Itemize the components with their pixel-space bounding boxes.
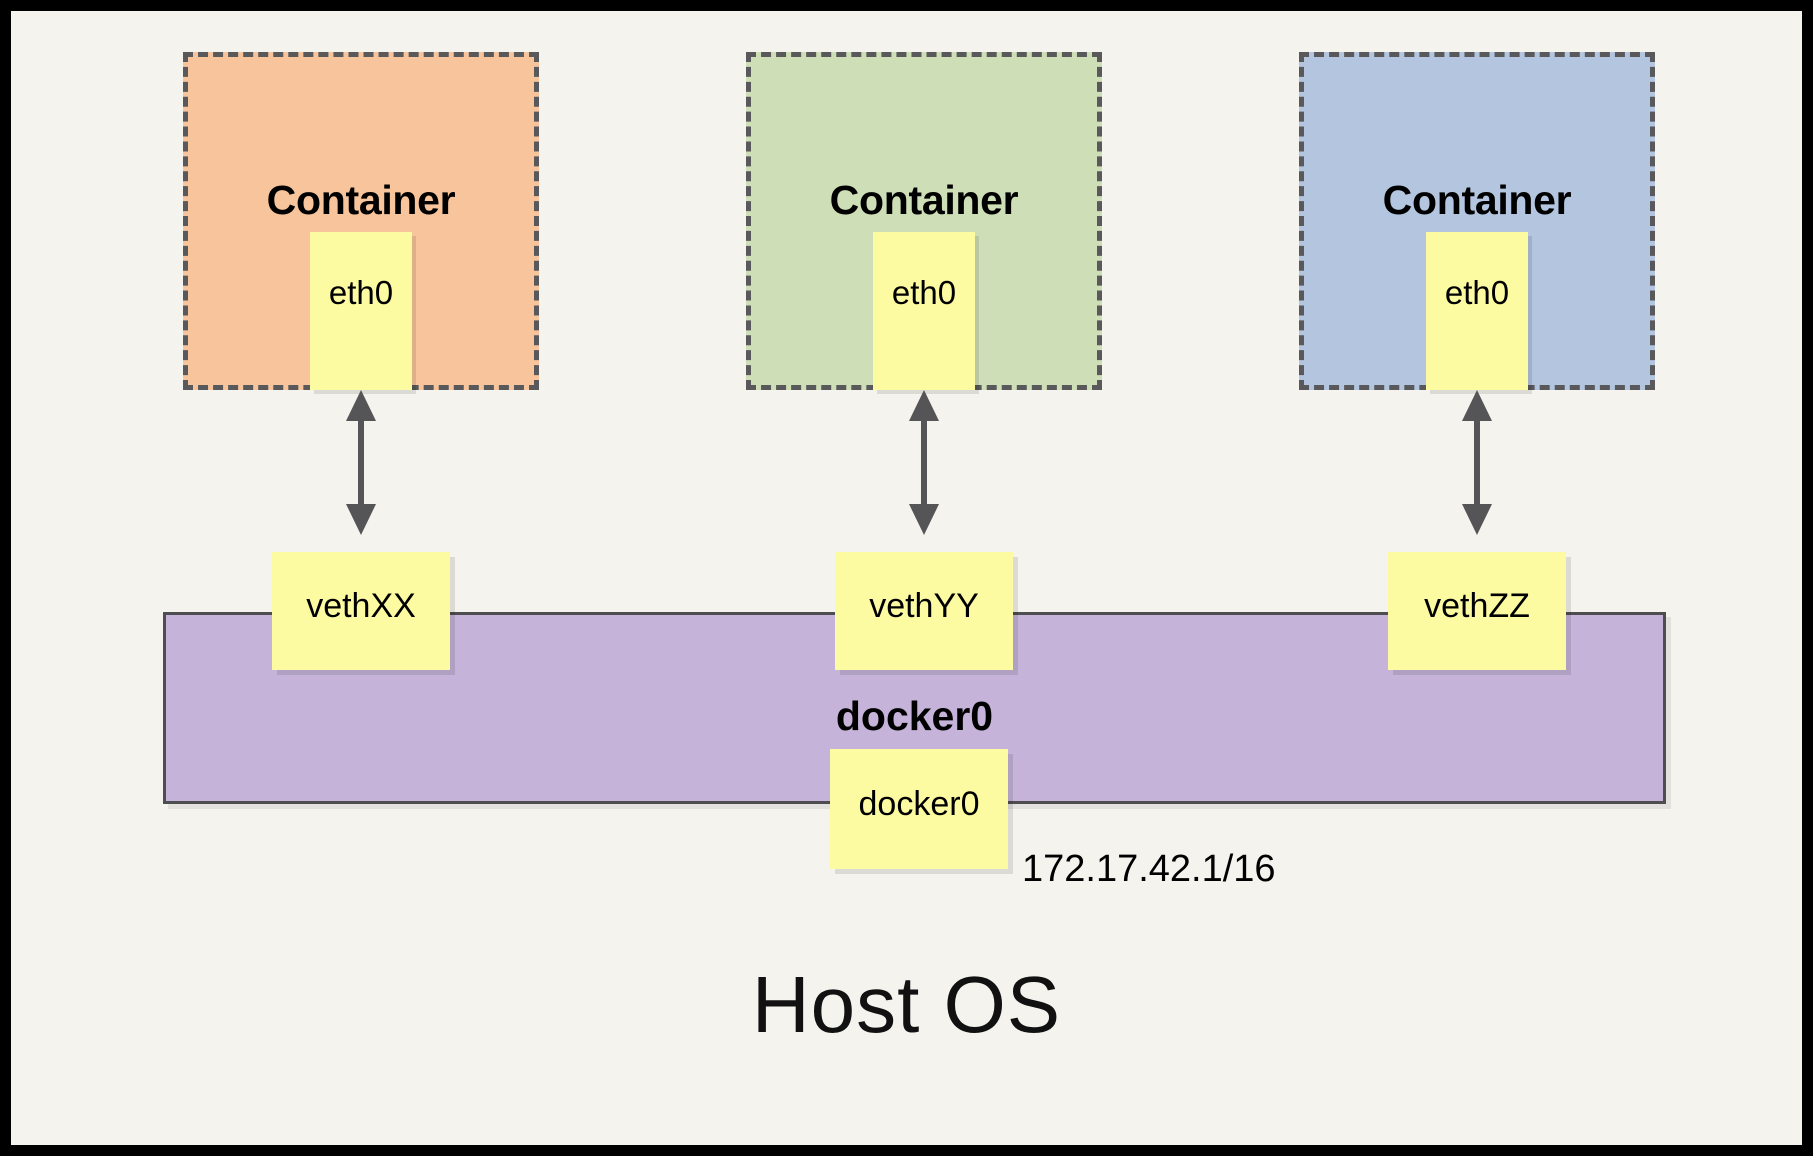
- docker0-interface-label: docker0: [858, 785, 980, 823]
- eth0-label-3: eth0: [1444, 274, 1510, 311]
- veth-label-vethzz: vethZZ: [1424, 587, 1530, 625]
- container-box-2[interactable]: Container eth0: [746, 52, 1102, 390]
- eth0-label-1: eth0: [328, 274, 394, 311]
- host-os-label: Host OS: [751, 960, 1062, 1049]
- docker0-ip-address: 172.17.42.1/16: [1022, 848, 1276, 890]
- link-eth0-vethzz-arrow: [1459, 390, 1495, 535]
- container-box-1[interactable]: Container eth0: [183, 52, 539, 390]
- container-label-1: Container: [266, 177, 456, 223]
- eth0-box-1[interactable]: eth0: [310, 232, 412, 390]
- bidirectional-arrow-icon: [346, 390, 376, 535]
- diagram-stage: Container eth0 Container eth0 Container …: [11, 11, 1802, 1145]
- veth-box-vethyy[interactable]: vethYY: [835, 552, 1013, 670]
- link-eth0-vethyy-arrow: [906, 390, 942, 535]
- eth0-label-2: eth0: [891, 274, 957, 311]
- veth-label-vethyy: vethYY: [869, 587, 979, 625]
- veth-label-vethxx: vethXX: [306, 587, 416, 625]
- eth0-box-2[interactable]: eth0: [873, 232, 975, 390]
- docker0-interface-chip[interactable]: docker0: [830, 749, 1008, 869]
- container-box-3[interactable]: Container eth0: [1299, 52, 1655, 390]
- container-label-2: Container: [829, 177, 1019, 223]
- docker0-bridge-label: docker0: [835, 693, 994, 739]
- veth-box-vethxx[interactable]: vethXX: [272, 552, 450, 670]
- bidirectional-arrow-icon: [1462, 390, 1492, 535]
- link-eth0-vethxx-arrow: [343, 390, 379, 535]
- eth0-box-3[interactable]: eth0: [1426, 232, 1528, 390]
- container-label-3: Container: [1382, 177, 1572, 223]
- veth-box-vethzz[interactable]: vethZZ: [1388, 552, 1566, 670]
- bidirectional-arrow-icon: [909, 390, 939, 535]
